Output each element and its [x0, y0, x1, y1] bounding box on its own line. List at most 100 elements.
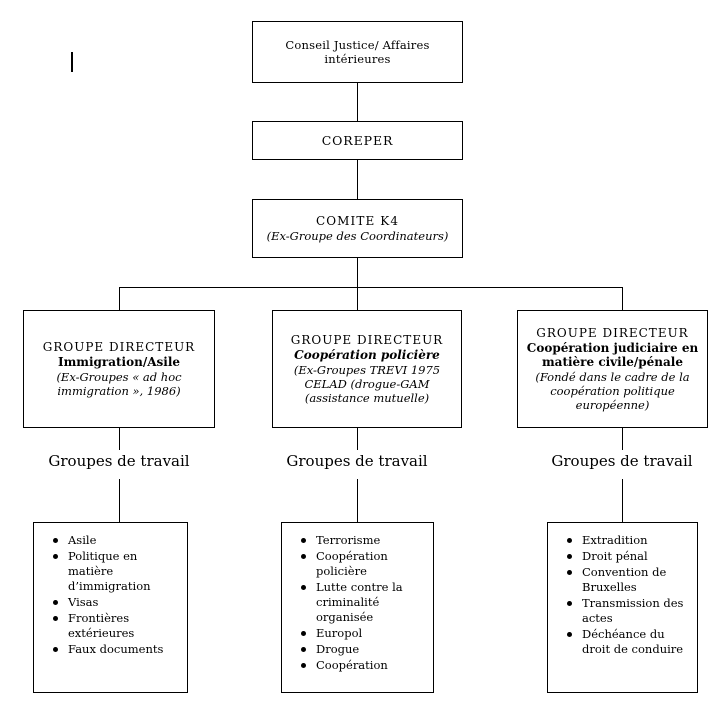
connector-distribution-bus [119, 287, 623, 288]
label-groupes-de-travail-3: Groupes de travail [551, 452, 693, 470]
node-comite-k4[interactable]: COMITE K4 (Ex-Groupe des Coordinateurs) [252, 199, 463, 258]
connector-bus-to-group-2 [357, 287, 358, 310]
group-2-note-line2: CELAD (drogue-GAM [304, 376, 430, 391]
group-1-heading: GROUPE DIRECTEUR [42, 340, 196, 355]
group-2-heading: GROUPE DIRECTEUR [290, 333, 444, 348]
list-item-text: Faux documents [68, 641, 164, 656]
connector-label1-to-list [119, 479, 120, 522]
list-item-text: Extradition [582, 533, 648, 547]
bullet-icon [53, 646, 58, 652]
list-item[interactable]: Transmission des actes [567, 595, 691, 627]
bullet-icon [567, 600, 572, 606]
node-comite-k4-line1: COMITE K4 [315, 214, 400, 229]
list-item[interactable]: Asile [53, 533, 181, 548]
list-item[interactable]: Coopération [301, 657, 427, 673]
list-item-text: Asile [68, 533, 97, 547]
node-groupe-directeur-cooperation-policiere[interactable]: GROUPE DIRECTEUR Coopération policière (… [272, 310, 462, 428]
list-item[interactable]: Europol [301, 626, 427, 641]
group-3-subject-line1: Coopération judiciaire en [526, 340, 699, 355]
node-comite-k4-line2: (Ex-Groupe des Coordinateurs) [266, 228, 449, 243]
group-3-note-line1: (Fondé dans le cadre de la [535, 369, 690, 384]
label-groupes-de-travail-2: Groupes de travail [286, 452, 428, 470]
bullet-icon [567, 631, 572, 637]
list-item[interactable]: Visas [53, 595, 181, 610]
list-item[interactable]: Terrorisme [301, 533, 427, 548]
list-item-text: Drogue [316, 641, 360, 656]
list-item-text-cont: actes [582, 610, 613, 625]
connector-comitek4-stem [357, 258, 358, 287]
list-item-text: Lutte contre la [316, 579, 403, 594]
list-item-text: Frontières [68, 610, 130, 625]
bullet-icon [301, 538, 306, 543]
working-group-list-1: Asile Politique en matière d’immigration… [34, 523, 187, 664]
list-item-text-cont: criminalité [316, 595, 380, 610]
list-box-cooperation-policiere[interactable]: Terrorisme Coopération policière Lutte c… [281, 522, 434, 693]
list-item[interactable]: Extradition [567, 533, 691, 548]
list-item-text: Transmission des [582, 595, 684, 610]
bullet-icon [567, 553, 572, 559]
list-item-text: Coopération [316, 548, 388, 563]
node-conseil-line2: intérieures [324, 52, 391, 66]
node-groupe-directeur-cooperation-judiciaire[interactable]: GROUPE DIRECTEUR Coopération judiciaire … [517, 310, 708, 428]
bullet-icon [301, 584, 306, 590]
bullet-icon [53, 615, 58, 621]
list-item[interactable]: Faux documents [53, 641, 181, 657]
list-item[interactable]: Droit pénal [567, 548, 691, 564]
list-item[interactable]: Frontières extérieures [53, 610, 181, 642]
bullet-icon [53, 600, 58, 606]
list-item-text-cont: droit de conduire [582, 641, 684, 656]
group-1-note-line2: immigration », 1986) [57, 383, 181, 398]
bullet-icon [53, 553, 58, 559]
list-box-immigration-asile[interactable]: Asile Politique en matière d’immigration… [33, 522, 188, 693]
group-3-subject-line2: matière civile/pénale [541, 355, 684, 370]
node-coreper-label: COREPER [321, 132, 394, 148]
group-2-note-line1: (Ex-Groupes TREVI 1975 [293, 362, 441, 377]
list-item[interactable]: Drogue [301, 641, 427, 657]
list-item[interactable]: Convention de Bruxelles [567, 564, 691, 596]
group-1-note-line1: (Ex-Groupes « ad hoc [56, 369, 182, 384]
group-2-subject: Coopération policière [294, 347, 440, 362]
connector-group1-to-label [119, 428, 120, 450]
list-item-text: Politique en [68, 548, 138, 563]
bullet-icon [301, 631, 306, 637]
list-item[interactable]: Politique en matière d’immigration [53, 548, 181, 595]
list-item-text: Droit pénal [582, 548, 648, 563]
connector-group2-to-label [357, 428, 358, 450]
bullet-icon [567, 538, 572, 543]
working-group-list-2: Terrorisme Coopération policière Lutte c… [282, 523, 433, 680]
list-item[interactable]: Coopération policière [301, 548, 427, 580]
bullet-icon [301, 553, 306, 559]
bullet-icon [567, 569, 572, 575]
bullet-icon [301, 662, 306, 668]
connector-bus-to-group-3 [622, 287, 623, 310]
text-cursor-mark [71, 52, 73, 72]
connector-group3-to-label [622, 428, 623, 450]
connector-conseil-to-coreper [357, 83, 358, 121]
list-item-text: Visas [68, 595, 99, 610]
connector-coreper-to-comitek4 [357, 160, 358, 199]
connector-label2-to-list [357, 479, 358, 522]
node-groupe-directeur-immigration-asile[interactable]: GROUPE DIRECTEUR Immigration/Asile (Ex-G… [23, 310, 215, 428]
list-item-text-cont: extérieures [68, 626, 135, 641]
list-item-text: Coopération [316, 657, 388, 672]
list-item-text-cont: d’immigration [68, 579, 151, 594]
group-3-note-line2: coopération politique [550, 383, 675, 398]
group-1-subject: Immigration/Asile [57, 354, 181, 369]
connector-label3-to-list [622, 479, 623, 522]
connector-bus-to-group-1 [119, 287, 120, 310]
label-groupes-de-travail-1: Groupes de travail [48, 452, 190, 470]
node-conseil-justice-affaires-interieures[interactable]: Conseil Justice/ Affaires intérieures [252, 21, 463, 83]
list-item[interactable]: Déchéance du droit de conduire [567, 626, 691, 658]
list-item-text-cont: organisée [316, 610, 374, 625]
list-item-text: Europol [316, 626, 363, 641]
list-item-text: Terrorisme [316, 533, 381, 547]
node-coreper[interactable]: COREPER [252, 121, 463, 160]
list-box-cooperation-judiciaire[interactable]: Extradition Droit pénal Convention de Br… [547, 522, 698, 693]
list-item-text-cont: Bruxelles [582, 579, 637, 594]
list-item[interactable]: Lutte contre la criminalité organisée [301, 579, 427, 626]
list-item-text-cont: policière [316, 564, 367, 579]
list-item-text: Convention de [582, 564, 667, 579]
list-item-text: Déchéance du [582, 626, 665, 641]
bullet-icon [301, 646, 306, 652]
group-3-heading: GROUPE DIRECTEUR [536, 326, 689, 341]
